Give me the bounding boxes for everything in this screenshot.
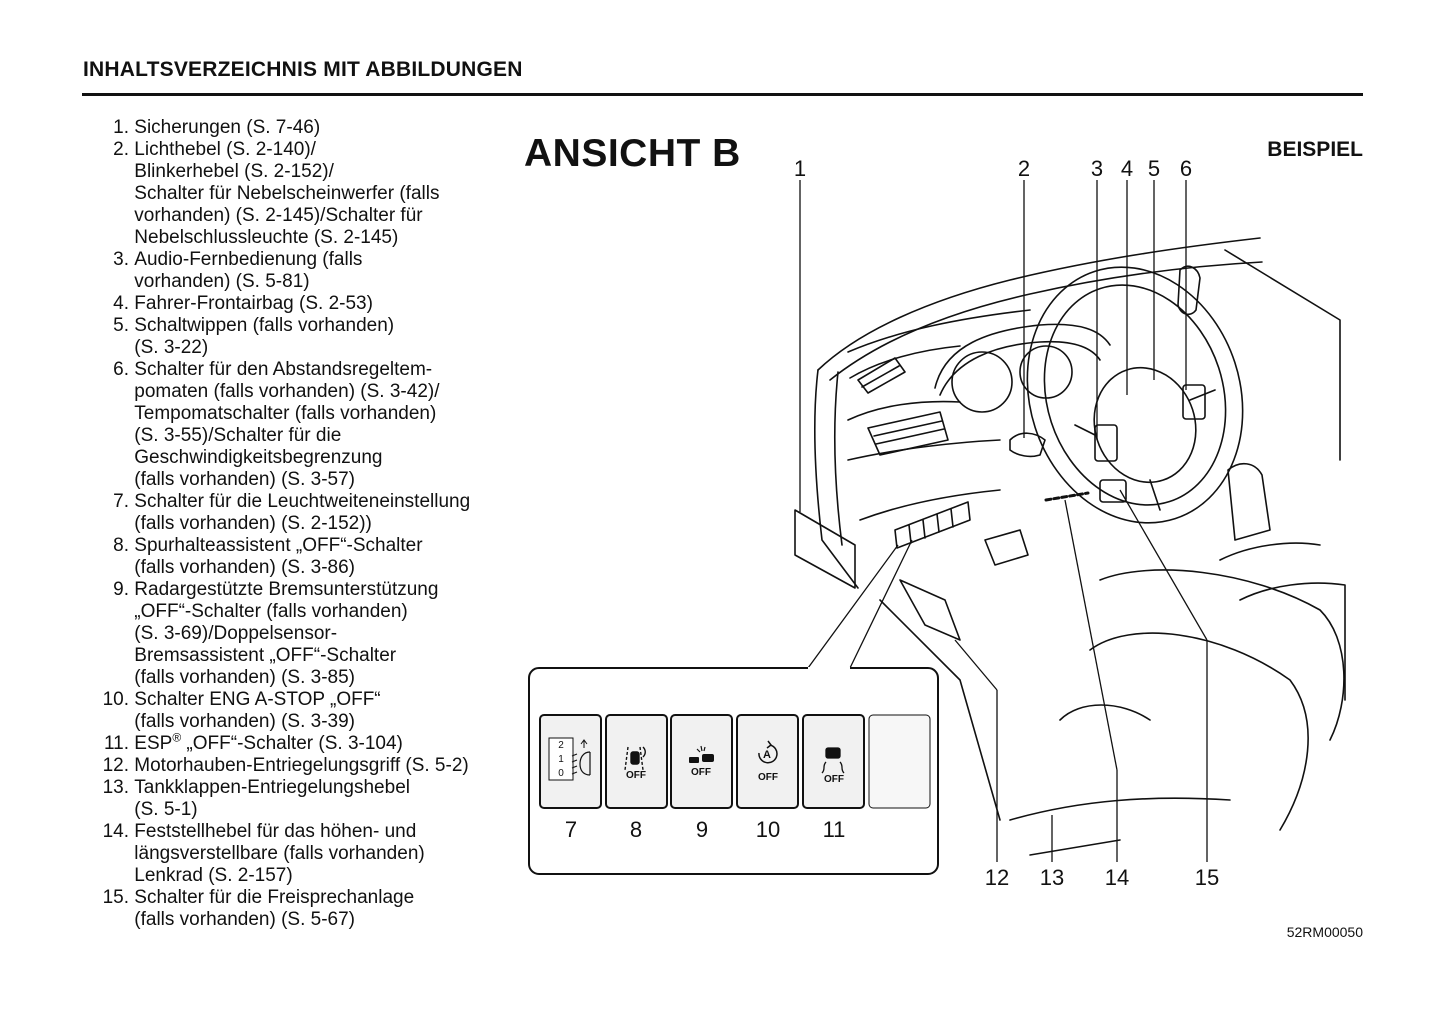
header-divider	[82, 93, 1363, 96]
eng-a-stop-off-switch: A OFF	[736, 714, 799, 809]
blank-switch	[868, 714, 931, 809]
list-item-number: 14.	[102, 821, 129, 842]
list-item-text: Feststellhebel für das höhen- und längsv…	[134, 821, 425, 886]
list-item-number: 9.	[113, 579, 129, 600]
toc-list: 1. Sicherungen (S. 7-46) 2. Lichthebel (…	[83, 117, 503, 931]
list-item: 5. Schaltwippen (falls vorhanden) (S. 3-…	[83, 315, 503, 359]
list-item-text: Schaltwippen (falls vorhanden) (S. 3-22)	[134, 315, 395, 358]
list-item: 14. Feststellhebel für das höhen- und lä…	[83, 821, 503, 887]
list-item-text: Schalter ENG A-STOP „OFF“ (falls vorhand…	[134, 689, 381, 732]
headlamp-icon	[571, 739, 591, 776]
brake-support-off-text: OFF	[691, 767, 711, 778]
list-item-text: Schalter für den Abstandsregeltem- pomat…	[134, 359, 440, 490]
list-item-number: 6.	[113, 359, 129, 380]
list-item: 1. Sicherungen (S. 7-46)	[83, 117, 503, 139]
list-item-number: 8.	[113, 535, 129, 556]
list-item-text: Audio-Fernbedienung (falls vorhanden) (S…	[134, 249, 363, 292]
callout-2: 2	[1018, 156, 1030, 181]
callout-1: 1	[794, 156, 806, 181]
list-item-number: 11.	[103, 733, 129, 754]
list-item: 12. Motorhauben-Entriegelungsgriff (S. 5…	[83, 755, 503, 777]
callout-3: 3	[1091, 156, 1103, 181]
auto-stop-icon	[758, 740, 778, 764]
list-item-number: 7.	[113, 491, 129, 512]
callout-12: 12	[985, 865, 1009, 890]
list-item: 13. Tankklappen-Entriegelungshebel (S. 5…	[83, 777, 503, 821]
lane-keep-off-text: OFF	[626, 770, 646, 781]
list-item-text-part: ESP	[134, 733, 173, 754]
collision-warning-icon	[689, 745, 714, 763]
list-item: 4. Fahrer-Frontairbag (S. 2-53)	[83, 293, 503, 315]
list-item: 15. Schalter für die Freisprechanlage (f…	[83, 887, 503, 931]
list-item-text: Motorhauben-Entriegelungsgriff (S. 5-2)	[134, 755, 469, 776]
switch-label-7: 7	[565, 817, 577, 842]
list-item: 10. Schalter ENG A-STOP „OFF“ (falls vor…	[83, 689, 503, 733]
list-item-text: Schalter für die Freisprechanlage (falls…	[134, 887, 415, 930]
skid-icon	[821, 747, 845, 774]
esp-off-text: OFF	[824, 774, 844, 785]
leader-lines	[799, 180, 1208, 862]
callout-4: 4	[1121, 156, 1133, 181]
eng-a-stop-off-text: OFF	[758, 772, 778, 783]
list-item-text: Spurhalteassistent „OFF“-Schalter (falls…	[134, 535, 423, 578]
list-item-text: Sicherungen (S. 7-46)	[134, 117, 321, 138]
list-item: 2. Lichthebel (S. 2-140)/ Blinkerhebel (…	[83, 139, 503, 249]
callout-13: 13	[1040, 865, 1064, 890]
auto-stop-letter: A	[763, 749, 771, 761]
registered-mark: ®	[172, 730, 182, 745]
callout-5: 5	[1148, 156, 1160, 181]
list-item-number: 5.	[113, 315, 129, 336]
switch-label-10: 10	[756, 817, 780, 842]
list-item-text: Lichthebel (S. 2-140)/ Blinkerhebel (S. …	[134, 139, 440, 248]
list-item-number: 10.	[102, 689, 129, 710]
headlamp-level-0: 0	[558, 768, 564, 779]
list-item-text: Fahrer-Frontairbag (S. 2-53)	[134, 293, 373, 314]
headlamp-leveling-switch: 2 1 0	[539, 714, 602, 809]
lane-keep-off-switch: OFF	[605, 714, 668, 809]
headlamp-level-2: 2	[558, 740, 564, 751]
list-item-number: 1.	[113, 117, 129, 138]
page-title: INHALTSVERZEICHNIS MIT ABBILDUNGEN	[83, 58, 523, 81]
list-item-number: 15.	[102, 887, 129, 908]
list-item-number: 13.	[102, 777, 129, 798]
callout-15: 15	[1195, 865, 1219, 890]
list-item-number: 12.	[102, 755, 129, 776]
list-item: 3. Audio-Fernbedienung (falls vorhanden)…	[83, 249, 503, 293]
list-item: 11. ESP® „OFF“-Schalter (S. 3-104)	[83, 730, 503, 755]
list-item-text: Schalter für die Leuchtweiteneinstellung…	[134, 491, 471, 534]
list-item-number: 4.	[113, 293, 129, 314]
lane-departure-icon	[624, 746, 646, 771]
list-item-number: 3.	[113, 249, 129, 270]
list-item-text: Radargestützte Bremsunterstützung „OFF“-…	[134, 579, 439, 688]
view-title: ANSICHT B	[524, 132, 741, 175]
headlamp-level-1: 1	[558, 754, 564, 765]
list-item: 8. Spurhalteassistent „OFF“-Schalter (fa…	[83, 535, 503, 579]
figure-code: 52RM00050	[1286, 924, 1363, 940]
callout-14: 14	[1105, 865, 1129, 890]
switch-label-8: 8	[630, 817, 642, 842]
example-label: BEISPIEL	[1267, 138, 1363, 161]
callout-labels: 1 2 3 4 5 6 12 13 14 15	[794, 156, 1219, 890]
cockpit-line-art	[794, 237, 1346, 856]
switch-label-11: 11	[823, 817, 846, 842]
switch-panel-inset: 2 1 0 OFF	[528, 667, 939, 875]
list-item: 6. Schalter für den Abstandsregeltem- po…	[83, 359, 503, 491]
switch-label-9: 9	[696, 817, 708, 842]
list-item-text: Tankklappen-Entriegelungshebel (S. 5-1)	[134, 777, 410, 820]
list-item-number: 2.	[113, 139, 129, 160]
brake-support-off-switch: OFF	[670, 714, 733, 809]
esp-off-switch: OFF	[802, 714, 865, 809]
list-item: 7. Schalter für die Leuchtweiteneinstell…	[83, 491, 503, 535]
callout-6: 6	[1180, 156, 1192, 181]
list-item-text-part: „OFF“-Schalter (S. 3-104)	[181, 733, 403, 754]
list-item-text: ESP® „OFF“-Schalter (S. 3-104)	[134, 730, 403, 755]
list-item: 9. Radargestützte Bremsunterstützung „OF…	[83, 579, 503, 689]
